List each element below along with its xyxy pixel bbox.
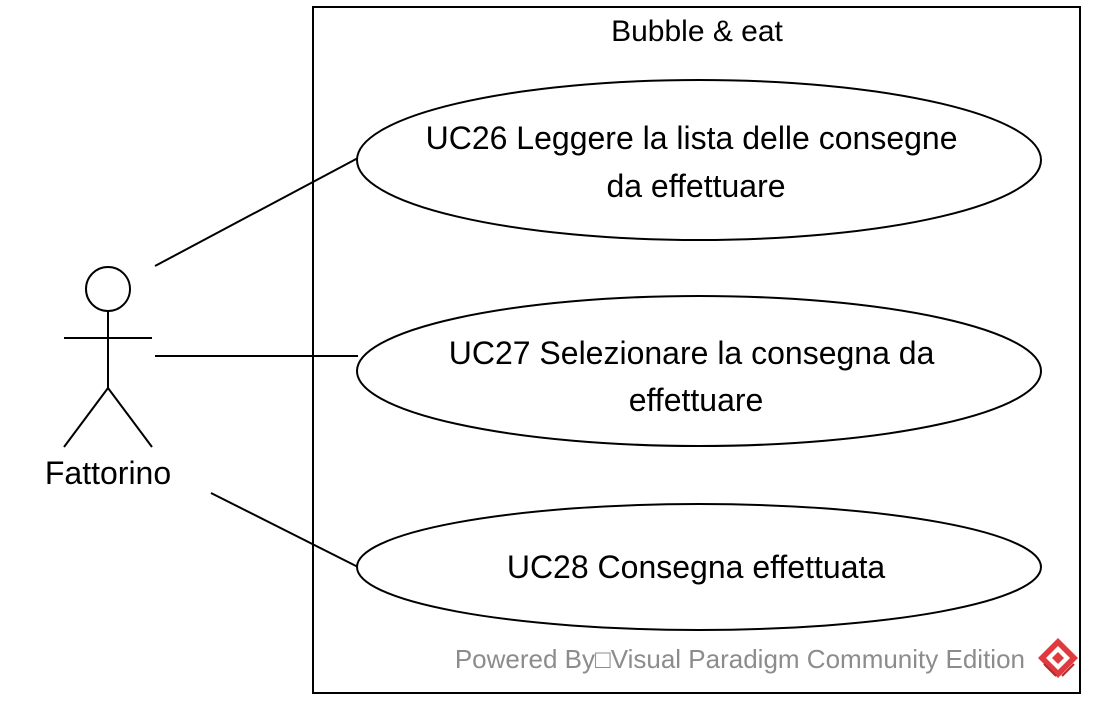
actor-left-leg [63, 387, 109, 448]
use-case-uc27[interactable]: UC27 Selezionare la consegna da effettua… [356, 295, 1042, 447]
use-case-uc27-ellipse [356, 295, 1042, 447]
use-case-uc26-ellipse [356, 79, 1042, 241]
association-uc26[interactable] [154, 157, 359, 267]
actor-fattorino[interactable]: Fattorino [45, 266, 171, 491]
use-case-uc28-label: UC28 Consegna effettuata [507, 549, 886, 585]
visual-paradigm-logo-icon [1038, 638, 1078, 678]
use-case-uc28-label-line-1: UC28 Consegna effettuata [507, 549, 886, 585]
use-case-uc26-label-line-2: da effettuare [606, 168, 785, 204]
association-uc28[interactable] [210, 492, 359, 568]
actor-label: Fattorino [45, 455, 171, 491]
use-case-uc28-ellipse [356, 503, 1042, 631]
use-case-uc26[interactable]: UC26 Leggere la lista delle consegne da … [356, 79, 1042, 241]
use-case-uc27-label: UC27 Selezionare la consegna da effettua… [449, 335, 944, 418]
system-title: Bubble & eat [611, 15, 783, 48]
watermark-text: Powered By□Visual Paradigm Community Edi… [455, 644, 1025, 674]
use-case-uc28[interactable]: UC28 Consegna effettuata [356, 503, 1042, 631]
use-case-uc26-label-line-1: UC26 Leggere la lista delle consegne [426, 120, 958, 156]
use-case-uc26-label: UC26 Leggere la lista delle consegne da … [426, 120, 967, 204]
use-case-uc27-label-line-1: UC27 Selezionare la consegna da [449, 335, 935, 371]
actor-head [85, 266, 131, 312]
use-case-uc27-label-line-2: effettuare [629, 382, 764, 418]
actor-right-leg [107, 387, 153, 448]
